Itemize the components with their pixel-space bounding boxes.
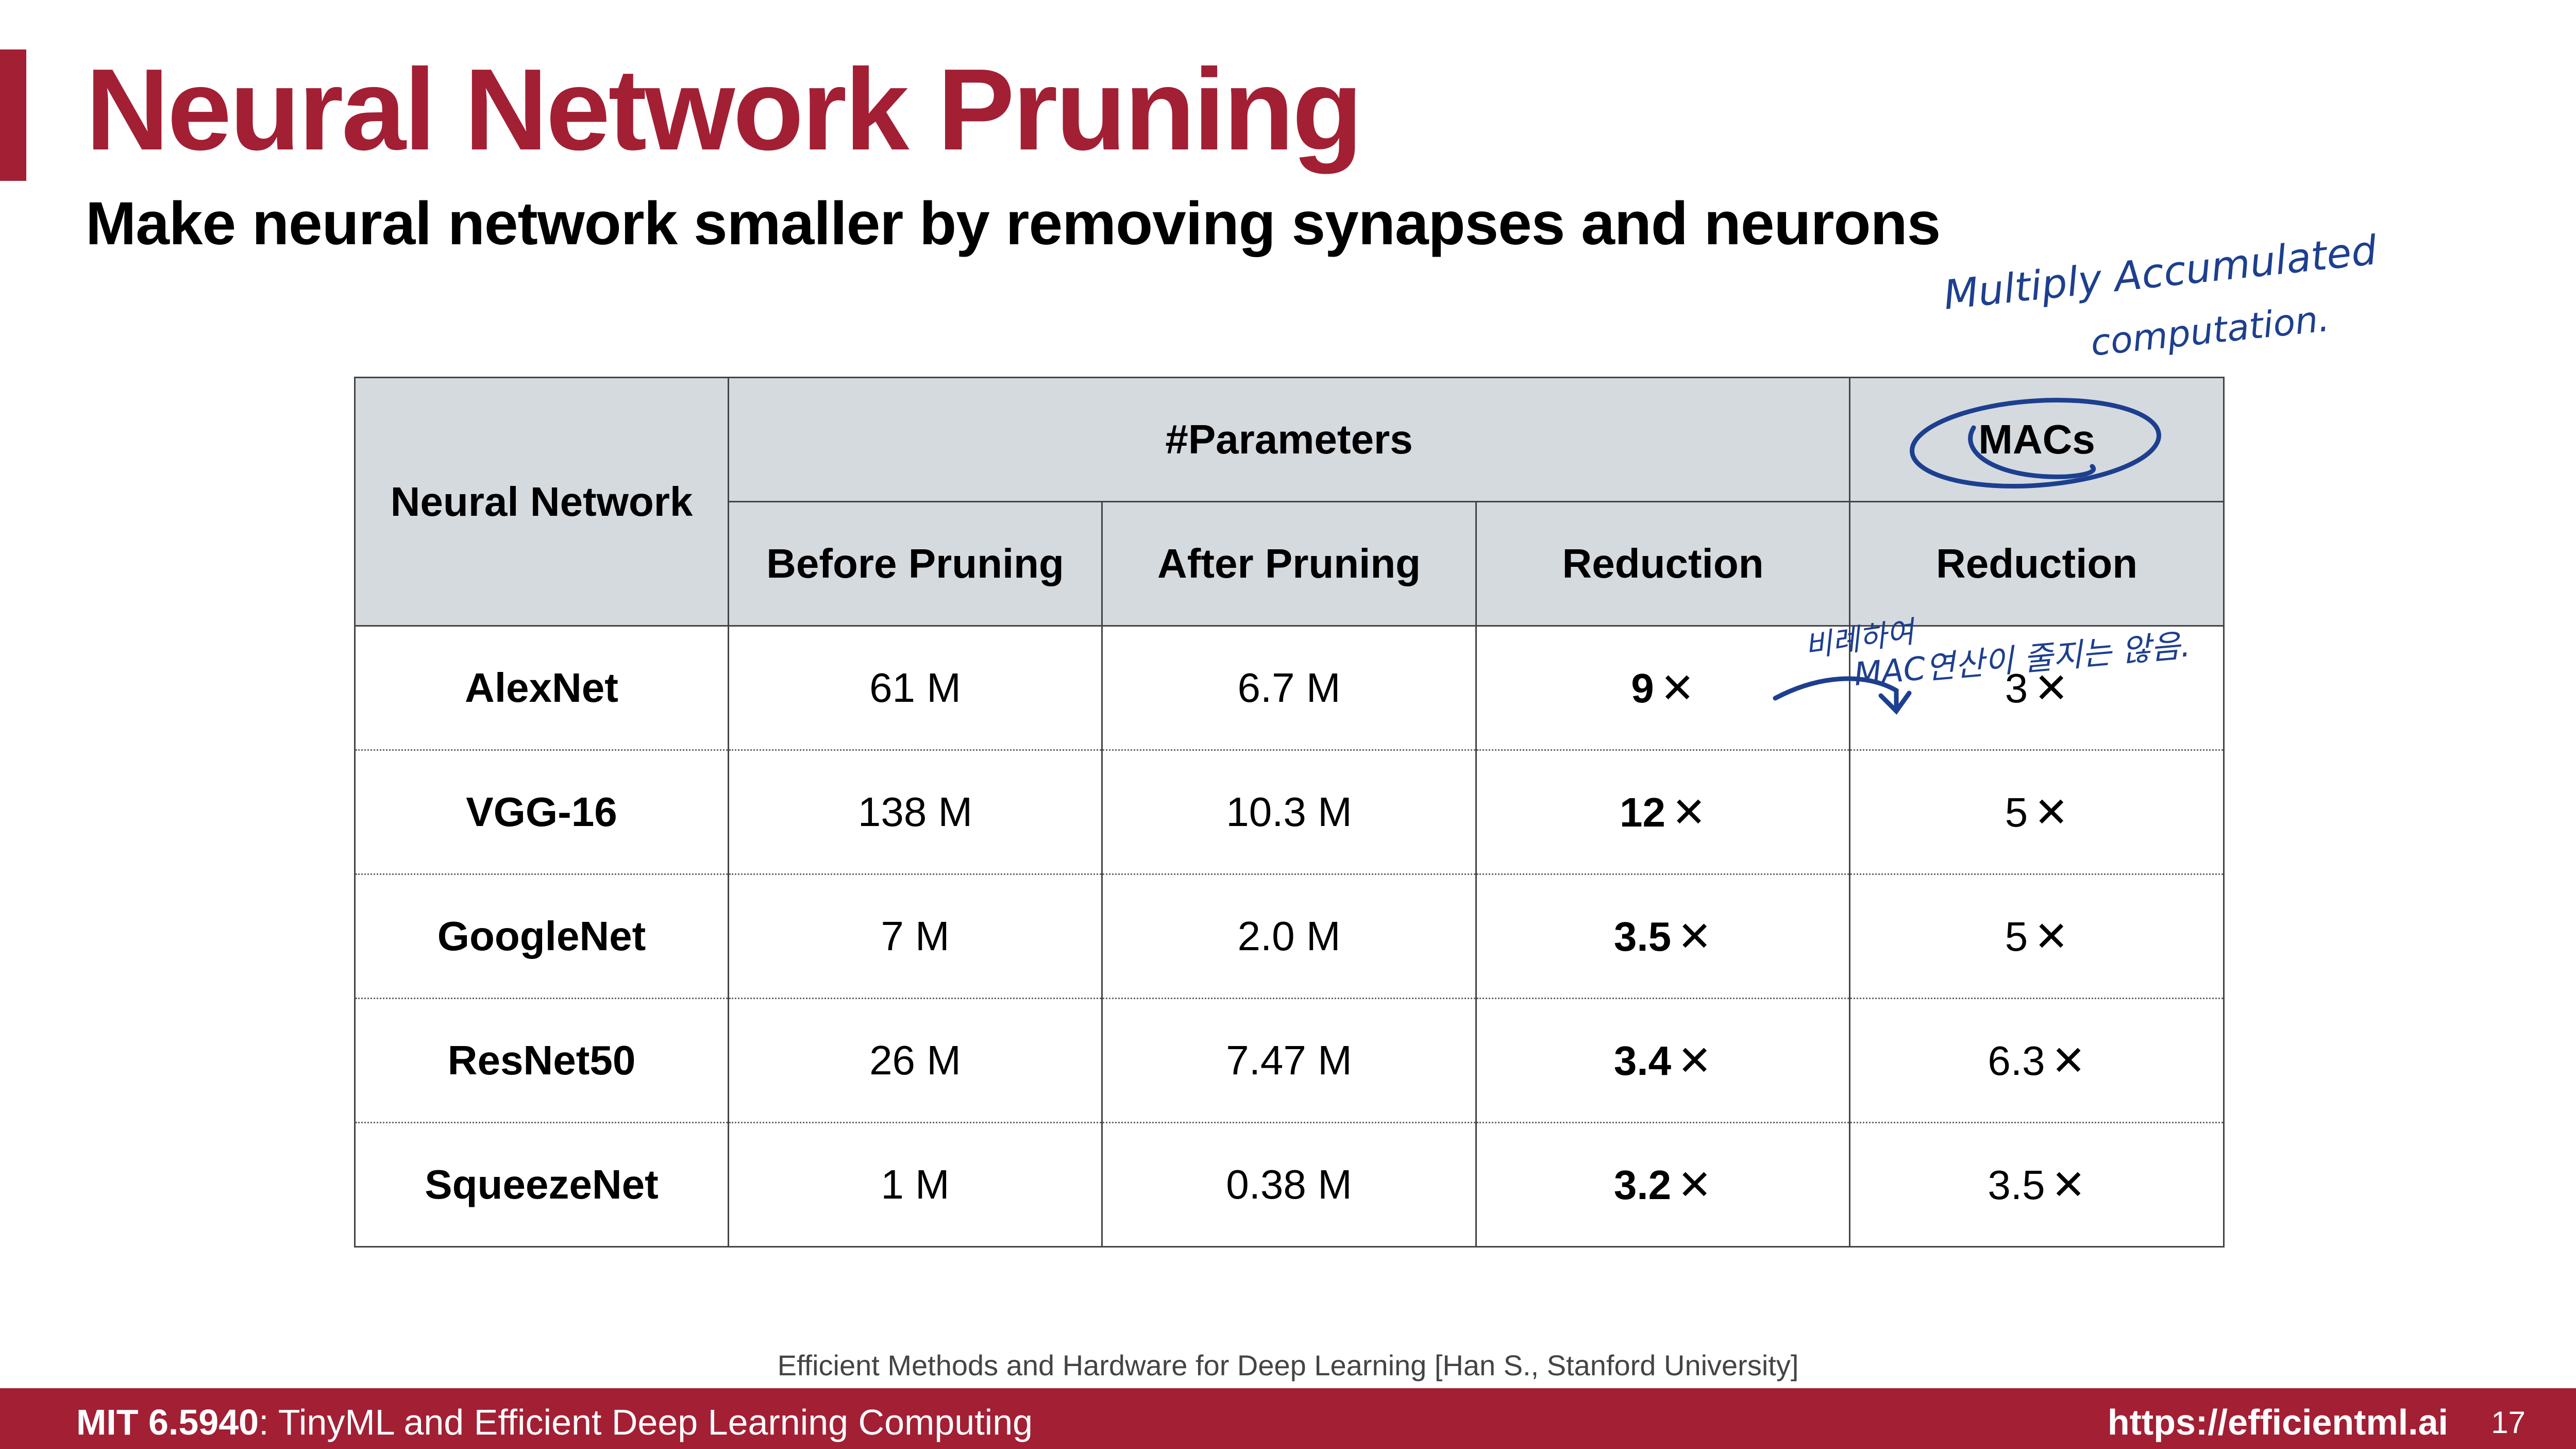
after-pruning-cell: 10.3 M: [1101, 750, 1477, 875]
mac-reduction-cell: 3.5✕: [1849, 1122, 2225, 1248]
before-pruning-cell: 138 M: [728, 750, 1103, 875]
before-pruning-cell: 26 M: [728, 998, 1103, 1123]
header-param-reduction: Reduction: [1475, 501, 1851, 627]
mac-reduction-cell: 3✕: [1849, 626, 2225, 751]
table-row: GoogleNet 7 M 2.0 M 3.5✕ 5✕: [354, 874, 2225, 999]
footer-course: MIT 6.5940: TinyML and Efficient Deep Le…: [76, 1402, 1033, 1443]
header-neural-network: Neural Network: [354, 377, 729, 627]
param-reduction-value: 3.5: [1613, 913, 1672, 959]
times-symbol: ✕: [2051, 1037, 2086, 1084]
macs-ink-underline: [1968, 425, 2096, 479]
note-line2: computation.: [2089, 297, 2331, 364]
network-name: GoogleNet: [354, 874, 729, 999]
times-symbol: ✕: [1677, 913, 1712, 959]
mac-reduction-cell: 6.3✕: [1849, 998, 2225, 1123]
macs-ink-circle: [1910, 398, 2161, 488]
param-reduction-cell: 3.4✕: [1475, 998, 1851, 1123]
param-reduction-value: 9: [1631, 665, 1654, 711]
before-pruning-cell: 1 M: [728, 1122, 1103, 1248]
after-pruning-cell: 2.0 M: [1101, 874, 1477, 999]
header-after-pruning: After Pruning: [1101, 501, 1477, 627]
times-symbol: ✕: [1677, 1037, 1712, 1084]
ink-arrow: [1773, 676, 1899, 711]
footer-course-code: MIT 6.5940: [76, 1402, 259, 1442]
mac-reduction-value: 5: [2005, 789, 2028, 835]
mac-reduction-cell: 5✕: [1849, 874, 2225, 999]
ink-arrow-head: [1878, 690, 1912, 715]
header-mac-reduction: Reduction: [1849, 501, 2225, 627]
table-row: ResNet50 26 M 7.47 M 3.4✕ 6.3✕: [354, 998, 2225, 1123]
mac-reduction-value: 3: [2005, 665, 2028, 711]
footer-url-link[interactable]: https://efficientml.ai: [2107, 1402, 2448, 1442]
after-pruning-cell: 6.7 M: [1101, 626, 1477, 751]
header-parameters: #Parameters: [727, 377, 1851, 502]
network-name: AlexNet: [354, 626, 729, 751]
page-number: 17: [2491, 1405, 2526, 1440]
title-accent-bar: [0, 49, 26, 181]
param-reduction-cell: 12✕: [1475, 750, 1851, 875]
param-reduction-value: 3.2: [1613, 1161, 1672, 1208]
param-reduction-cell: 3.5✕: [1475, 874, 1851, 999]
before-pruning-cell: 61 M: [728, 626, 1103, 751]
mac-reduction-value: 5: [2005, 913, 2028, 959]
param-reduction-cell: 9✕: [1475, 626, 1851, 751]
footer-course-title: : TinyML and Efficient Deep Learning Com…: [259, 1402, 1033, 1442]
mac-reduction-value: 3.5: [1988, 1161, 2045, 1208]
times-symbol: ✕: [2034, 665, 2069, 711]
header-before-pruning: Before Pruning: [728, 501, 1103, 627]
citation: Efficient Methods and Hardware for Deep …: [777, 1349, 1799, 1381]
network-name: ResNet50: [354, 998, 729, 1123]
pruning-results-table: Neural Network #Parameters MACs Before P…: [354, 377, 2225, 1248]
times-symbol: ✕: [1671, 789, 1707, 835]
after-pruning-cell: 7.47 M: [1101, 998, 1477, 1123]
footer-bar: MIT 6.5940: TinyML and Efficient Deep Le…: [0, 1388, 2576, 1449]
mac-reduction-cell: 5✕: [1849, 750, 2225, 875]
network-name: VGG-16: [354, 750, 729, 875]
param-reduction-value: 3.4: [1613, 1037, 1672, 1084]
param-reduction-value: 12: [1620, 789, 1665, 835]
param-reduction-cell: 3.2✕: [1475, 1122, 1851, 1248]
times-symbol: ✕: [2034, 789, 2069, 835]
network-name: SqueezeNet: [354, 1122, 729, 1248]
slide-title: Neural Network Pruning: [86, 44, 1363, 174]
mac-reduction-value: 6.3: [1988, 1037, 2045, 1084]
times-symbol: ✕: [2034, 913, 2069, 959]
header-macs: MACs: [1849, 377, 2225, 502]
table-row: SqueezeNet 1 M 0.38 M 3.2✕ 3.5✕: [354, 1122, 2225, 1248]
table-row: AlexNet 61 M 6.7 M 9✕ 3✕: [354, 626, 2225, 751]
before-pruning-cell: 7 M: [728, 874, 1103, 999]
after-pruning-cell: 0.38 M: [1101, 1122, 1477, 1248]
slide-subtitle: Make neural network smaller by removing …: [86, 190, 1941, 258]
times-symbol: ✕: [2051, 1161, 2086, 1208]
times-symbol: ✕: [1660, 665, 1695, 711]
times-symbol: ✕: [1677, 1161, 1712, 1208]
table-row: VGG-16 138 M 10.3 M 12✕ 5✕: [354, 750, 2225, 875]
